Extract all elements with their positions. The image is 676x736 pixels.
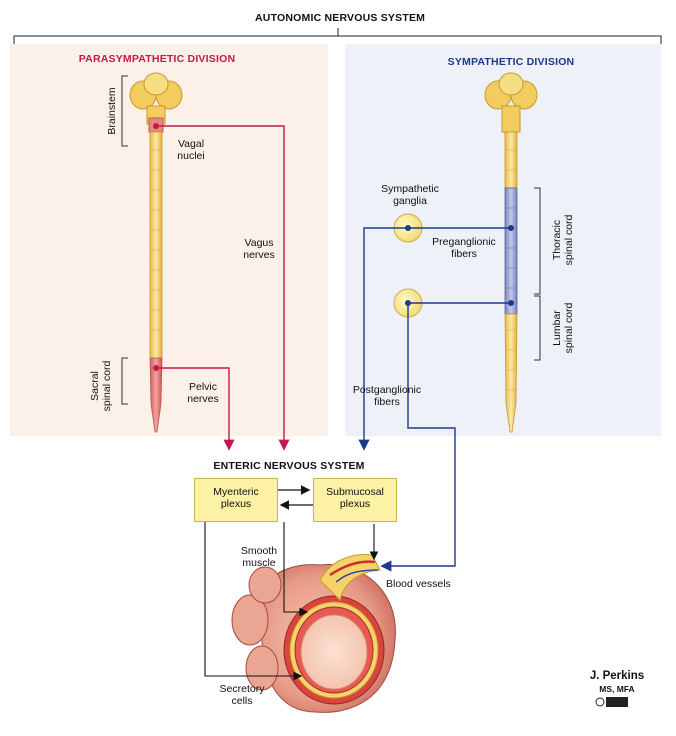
publisher-logo xyxy=(606,697,628,707)
sympathetic-brainstem xyxy=(484,72,538,133)
brainstem-label: Brainstem xyxy=(106,87,118,135)
postganglionic-fibers-to-ens xyxy=(358,227,408,451)
myenteric-plexus-box xyxy=(194,478,278,522)
blood-vessels-label: Blood vessels xyxy=(386,578,451,590)
postganglionic-fibers-to-vessels xyxy=(380,303,456,572)
enteric-heading: ENTERIC NERVOUS SYSTEM xyxy=(213,460,365,472)
preganglionic-fibers-path xyxy=(408,227,511,304)
submucosal-plexus-box xyxy=(313,478,397,522)
thoracolumbar-segment xyxy=(504,187,518,315)
parasympathetic-spinal-cord xyxy=(149,131,163,359)
diagram-title: AUTONOMIC NERVOUS SYSTEM xyxy=(255,12,426,24)
intestine-illustration xyxy=(231,553,396,713)
parasympathetic-heading: PARASYMPATHETIC DIVISION xyxy=(78,53,236,65)
credit-name: J. Perkins xyxy=(589,670,645,682)
pelvic-nerve-path xyxy=(153,365,235,451)
sympathetic-heading: SYMPATHETIC DIVISION xyxy=(447,56,575,68)
sacral-segment xyxy=(149,357,163,433)
vagus-nerve-path xyxy=(153,123,290,451)
credit-degree: MS, MFA xyxy=(599,684,635,694)
top-bracket xyxy=(13,35,662,44)
